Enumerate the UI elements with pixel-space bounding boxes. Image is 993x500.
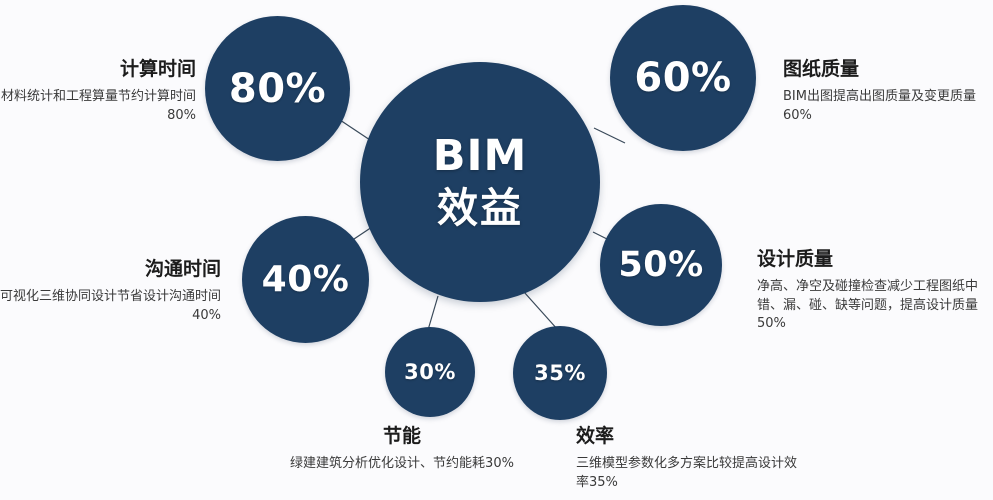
callout-title-calc-time: 计算时间 [119,58,196,80]
callout-title-energy-saving: 节能 [382,425,421,447]
percent-drawing-quality: 60% [634,55,732,101]
bubble-calc-time[interactable]: 80% [205,16,350,161]
bubble-drawing-quality[interactable]: 60% [610,5,756,151]
bubble-energy-saving[interactable]: 30% [385,327,475,417]
callout-desc-calc-time: 材料统计和工程算量节约计算时间80% [0,88,196,123]
percent-calc-time: 80% [228,65,327,112]
callout-title-communication-time: 沟通时间 [144,258,221,280]
center-bubble-bim[interactable]: BIM 效益 [360,62,600,302]
callout-title-design-quality: 设计质量 [757,248,834,270]
bubble-communication-time[interactable]: 40% [242,216,369,343]
center-label-primary: BIM [432,130,528,181]
bubble-design-quality[interactable]: 50% [600,204,722,326]
center-label-secondary: 效益 [437,184,523,233]
callout-title-drawing-quality: 图纸质量 [783,58,860,80]
connector-center-to-60 [593,127,626,144]
callout-desc-energy-saving: 绿建建筑分析优化设计、节约能耗30% [290,455,514,471]
callout-design-quality: 设计质量 净高、净空及碰撞检查减少工程图纸中错、漏、碰、缺等问题，提高设计质量5… [757,248,985,334]
connector-center-to-80 [339,119,371,141]
percent-design-quality: 50% [618,245,704,285]
callout-efficiency: 效率 三维模型参数化多方案比较提高设计效率35% [576,425,801,492]
callout-calc-time: 计算时间 材料统计和工程算量节约计算时间80% [0,58,196,125]
callout-drawing-quality: 图纸质量 BIM出图提高出图质量及变更质量60% [783,58,988,125]
percent-efficiency: 35% [534,361,586,385]
callout-communication-time: 沟通时间 可视化三维协同设计节省设计沟通时间40% [0,258,221,325]
connector-center-to-35 [523,291,559,331]
callout-desc-drawing-quality: BIM出图提高出图质量及变更质量60% [783,88,976,123]
connector-center-to-30 [427,295,439,331]
percent-energy-saving: 30% [404,360,456,384]
callout-energy-saving: 节能 绿建建筑分析优化设计、节约能耗30% [288,425,516,474]
percent-communication-time: 40% [261,259,350,300]
callout-desc-efficiency: 三维模型参数化多方案比较提高设计效率35% [576,455,798,490]
callout-desc-design-quality: 净高、净空及碰撞检查减少工程图纸中错、漏、碰、缺等问题，提高设计质量50% [757,278,979,332]
callout-title-efficiency: 效率 [576,425,615,447]
bubble-efficiency[interactable]: 35% [513,326,607,420]
callout-desc-communication-time: 可视化三维协同设计节省设计沟通时间40% [0,288,222,323]
